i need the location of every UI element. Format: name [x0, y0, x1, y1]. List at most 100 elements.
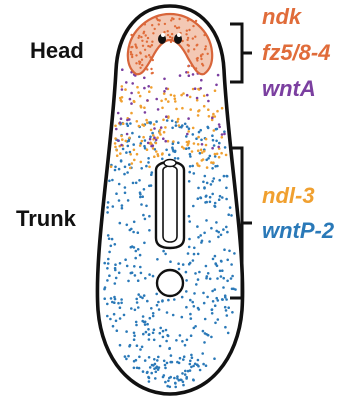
expression-dot: [133, 159, 136, 162]
expression-dot: [124, 258, 127, 261]
expression-dot: [209, 278, 212, 281]
expression-dot: [181, 372, 184, 375]
expression-dot: [129, 122, 132, 125]
expression-dot: [177, 118, 180, 121]
expression-dot: [121, 138, 124, 141]
expression-dot: [197, 114, 200, 117]
expression-dot: [191, 165, 194, 168]
expression-dot: [197, 253, 200, 256]
expression-dot: [108, 180, 111, 183]
expression-dot: [188, 127, 191, 130]
expression-dot: [146, 372, 149, 375]
expression-dot: [133, 100, 136, 103]
expression-dot: [185, 135, 188, 138]
expression-dot: [199, 87, 202, 90]
expression-dot: [165, 98, 168, 101]
expression-dot: [127, 280, 130, 283]
expression-dot: [130, 307, 133, 310]
expression-dot: [199, 369, 202, 372]
expression-dot: [216, 265, 219, 268]
expression-dot: [159, 332, 162, 335]
expression-dot: [212, 139, 215, 142]
expression-dot: [103, 297, 106, 300]
expression-dot: [134, 309, 137, 312]
expression-dot: [188, 220, 191, 223]
expression-dot: [152, 315, 155, 318]
expression-dot: [164, 23, 166, 25]
expression-dot: [144, 323, 147, 326]
expression-dot: [193, 142, 196, 145]
expression-dot: [212, 258, 215, 261]
expression-dot: [201, 143, 204, 146]
expression-dot: [114, 263, 117, 266]
expression-dot: [166, 119, 169, 122]
expression-dot: [226, 314, 229, 317]
expression-dot: [112, 205, 115, 208]
expression-dot: [188, 45, 190, 47]
expression-dot: [153, 127, 156, 130]
expression-dot: [189, 165, 192, 168]
expression-dot: [120, 100, 123, 103]
expression-dot: [214, 304, 217, 307]
expression-dot: [217, 299, 220, 302]
expression-dot: [140, 106, 143, 109]
expression-dot: [204, 318, 207, 321]
expression-dot: [218, 142, 221, 145]
expression-dot: [215, 221, 218, 224]
expression-dot: [122, 148, 125, 151]
expression-dot: [137, 91, 140, 94]
expression-dot: [189, 108, 192, 111]
expression-dot: [158, 19, 160, 21]
expression-dot: [181, 146, 184, 149]
expression-dot: [192, 365, 195, 368]
expression-dot: [149, 138, 152, 141]
expression-dot: [230, 214, 233, 217]
expression-dot: [153, 123, 156, 126]
expression-dot: [139, 196, 142, 199]
expression-dot: [150, 68, 152, 70]
expression-dot: [146, 99, 149, 102]
expression-dot: [189, 262, 192, 265]
expression-dot: [124, 166, 127, 169]
expression-dot: [201, 240, 204, 243]
expression-dot: [185, 376, 188, 379]
expression-dot: [148, 54, 150, 56]
expression-dot: [187, 117, 190, 120]
expression-dot: [159, 327, 162, 330]
expression-dot: [163, 78, 166, 81]
expression-dot: [149, 366, 152, 369]
expression-dot: [185, 279, 188, 282]
expression-dot: [155, 98, 158, 101]
expression-dot: [114, 243, 117, 246]
expression-dot: [142, 32, 144, 34]
expression-dot: [188, 74, 191, 77]
expression-dot: [217, 236, 220, 239]
expression-dot: [193, 253, 196, 256]
expression-dot: [146, 323, 149, 326]
expression-dot: [172, 140, 175, 143]
expression-dot: [187, 130, 190, 133]
expression-dot: [131, 132, 134, 135]
expression-dot: [187, 65, 189, 67]
expression-dot: [223, 133, 226, 136]
expression-dot: [127, 124, 130, 127]
expression-dot: [129, 167, 132, 170]
expression-dot: [145, 205, 148, 208]
expression-dot: [187, 252, 190, 255]
expression-dot: [193, 292, 196, 295]
expression-dot: [135, 62, 137, 64]
expression-dot: [169, 260, 172, 263]
expression-dot: [195, 283, 198, 286]
expression-dot: [152, 332, 155, 335]
expression-dot: [133, 265, 136, 268]
expression-dot: [147, 157, 150, 160]
expression-dot: [163, 374, 166, 377]
expression-dot: [145, 331, 148, 334]
expression-dot: [130, 112, 133, 115]
expression-dot: [188, 246, 191, 249]
expression-dot: [210, 183, 213, 186]
expression-dot: [163, 92, 166, 95]
expression-dot: [189, 360, 192, 363]
expression-dot: [149, 56, 151, 58]
expression-dot: [182, 384, 185, 387]
